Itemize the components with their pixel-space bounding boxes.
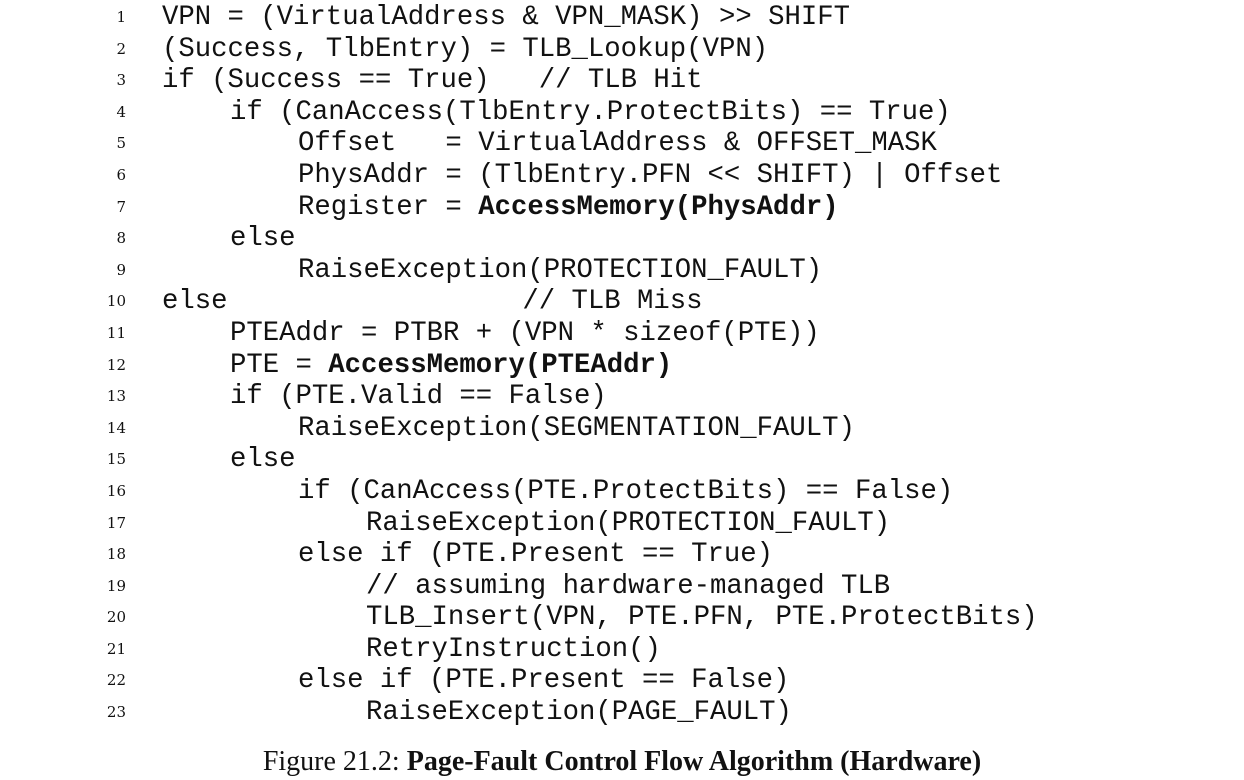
line-number: 14: [106, 418, 126, 437]
code-segment: VPN = (VirtualAddress & VPN_MASK) >> SHI…: [162, 2, 850, 33]
code-segment: else // TLB Miss: [162, 286, 703, 318]
line-number: 20: [106, 608, 126, 627]
code-segment: else if (PTE.Present == True): [298, 539, 774, 571]
code-text: RaiseException(PROTECTION_FAULT): [366, 508, 890, 540]
code-line: 6 PhysAddr = (TlbEntry.PFN << SHIFT) | Of…: [0, 160, 1244, 192]
code-line: 18 else if (PTE.Present == True): [0, 539, 1244, 571]
code-segment: Register =: [298, 191, 479, 223]
code-text: VPN = (VirtualAddress & VPN_MASK) >> SHI…: [162, 2, 850, 34]
code-line: 15 else: [0, 444, 1244, 476]
code-line: 2 (Success, TlbEntry) = TLB_Lookup(VPN): [0, 34, 1244, 66]
caption-label: Figure 21.2:: [262, 746, 407, 777]
code-text: PTEAddr = PTBR + (VPN * sizeof(PTE)): [230, 318, 820, 350]
line-number: 17: [106, 513, 126, 532]
code-line: 14 RaiseException(SEGMENTATION_FAULT): [0, 413, 1244, 445]
line-number: 15: [106, 450, 126, 469]
line-number: 21: [106, 639, 126, 658]
code-segment: Offset = VirtualAddress & OFFSET_MASK: [298, 128, 937, 160]
code-text: Register = AccessMemory(PhysAddr): [298, 192, 839, 224]
figure-caption: Figure 21.2: Page-Fault Control Flow Alg…: [0, 744, 1244, 780]
line-number: 8: [116, 229, 126, 248]
caption-title: Page-Fault Control Flow Algorithm (Hardw…: [406, 746, 982, 777]
code-text: if (CanAccess(TlbEntry.ProtectBits) == T…: [230, 97, 951, 129]
line-number: 7: [116, 197, 126, 216]
code-line: 22 else if (PTE.Present == False): [0, 665, 1244, 697]
code-line: 5 Offset = VirtualAddress & OFFSET_MASK: [0, 128, 1244, 160]
code-segment: else: [230, 444, 296, 476]
code-segment: (Success, TlbEntry) = TLB_Lookup(VPN): [162, 33, 769, 65]
code-listing: 1 VPN = (VirtualAddress & VPN_MASK) >> SH…: [0, 2, 1244, 729]
code-line: 19 // assuming hardware-managed TLB: [0, 571, 1244, 603]
code-segment: RaiseException(PAGE_FAULT): [366, 697, 792, 729]
code-text: else // TLB Miss: [162, 286, 703, 318]
code-text: if (PTE.Valid == False): [230, 381, 607, 413]
code-text: RaiseException(SEGMENTATION_FAULT): [298, 413, 855, 445]
line-number: 19: [106, 576, 126, 595]
code-segment: else: [230, 223, 296, 255]
line-number: 16: [106, 481, 126, 500]
code-line: 21 RetryInstruction(): [0, 634, 1244, 666]
code-line: 11 PTEAddr = PTBR + (VPN * sizeof(PTE)): [0, 318, 1244, 350]
line-number: 5: [116, 134, 126, 153]
code-text: if (CanAccess(PTE.ProtectBits) == False): [298, 476, 953, 508]
line-number: 2: [116, 39, 126, 58]
code-line: 8 else: [0, 223, 1244, 255]
code-line: 10 else // TLB Miss: [0, 286, 1244, 318]
code-text: Offset = VirtualAddress & OFFSET_MASK: [298, 128, 937, 160]
code-line: 9 RaiseException(PROTECTION_FAULT): [0, 255, 1244, 287]
code-line: 23 RaiseException(PAGE_FAULT): [0, 697, 1244, 729]
code-text: PhysAddr = (TlbEntry.PFN << SHIFT) | Off…: [298, 160, 1002, 192]
code-text: else: [230, 444, 296, 476]
code-line: 16 if (CanAccess(PTE.ProtectBits) == Fals…: [0, 476, 1244, 508]
code-text: RaiseException(PAGE_FAULT): [366, 697, 792, 729]
line-number: 6: [116, 165, 126, 184]
line-number: 11: [106, 323, 126, 342]
code-text: PTE = AccessMemory(PTEAddr): [230, 350, 672, 382]
line-number: 9: [116, 260, 126, 279]
code-text: RaiseException(PROTECTION_FAULT): [298, 255, 822, 287]
code-line: 13 if (PTE.Valid == False): [0, 381, 1244, 413]
code-segment: if (CanAccess(TlbEntry.ProtectBits) == T…: [230, 96, 951, 128]
code-text: TLB_Insert(VPN, PTE.PFN, PTE.ProtectBits…: [366, 602, 1038, 634]
code-text: else: [230, 223, 296, 255]
code-segment: RetryInstruction(): [366, 633, 661, 665]
line-number: 10: [106, 292, 126, 311]
code-line: 3 if (Success == True) // TLB Hit: [0, 65, 1244, 97]
line-number: 1: [116, 8, 126, 26]
code-line: 1 VPN = (VirtualAddress & VPN_MASK) >> SH…: [0, 2, 1244, 34]
code-text: else if (PTE.Present == False): [298, 665, 789, 697]
line-number: 12: [106, 355, 126, 374]
code-segment: PTE =: [230, 349, 329, 381]
code-bold-segment: AccessMemory(PTEAddr): [328, 349, 673, 381]
code-segment: if (Success == True) // TLB Hit: [162, 65, 703, 97]
code-segment: RaiseException(PROTECTION_FAULT): [298, 254, 823, 286]
line-number: 13: [106, 387, 126, 406]
code-text: RetryInstruction(): [366, 634, 661, 666]
code-segment: PhysAddr = (TlbEntry.PFN << SHIFT) | Off…: [298, 159, 1003, 191]
line-number: 18: [106, 545, 126, 564]
code-text: else if (PTE.Present == True): [298, 539, 773, 571]
code-segment: if (PTE.Valid == False): [230, 381, 607, 413]
code-line: 4 if (CanAccess(TlbEntry.ProtectBits) == …: [0, 97, 1244, 129]
code-text: // assuming hardware-managed TLB: [366, 571, 890, 603]
code-line: 12 PTE = AccessMemory(PTEAddr): [0, 350, 1244, 382]
code-text: (Success, TlbEntry) = TLB_Lookup(VPN): [162, 34, 768, 66]
code-text: if (Success == True) // TLB Hit: [162, 65, 703, 97]
code-segment: if (CanAccess(PTE.ProtectBits) == False): [298, 475, 954, 507]
line-number: 4: [116, 102, 126, 121]
code-segment: RaiseException(PROTECTION_FAULT): [366, 507, 891, 539]
code-bold-segment: AccessMemory(PhysAddr): [478, 191, 839, 223]
code-segment: // assuming hardware-managed TLB: [366, 570, 891, 602]
line-number: 3: [116, 71, 126, 90]
line-number: 23: [106, 703, 126, 722]
code-line: 7 Register = AccessMemory(PhysAddr): [0, 192, 1244, 224]
code-segment: TLB_Insert(VPN, PTE.PFN, PTE.ProtectBits…: [366, 602, 1038, 634]
code-line: 17 RaiseException(PROTECTION_FAULT): [0, 508, 1244, 540]
code-segment: RaiseException(SEGMENTATION_FAULT): [298, 412, 855, 444]
code-line: 20 TLB_Insert(VPN, PTE.PFN, PTE.ProtectBi…: [0, 602, 1244, 634]
line-number: 22: [106, 671, 126, 690]
code-segment: PTEAddr = PTBR + (VPN * sizeof(PTE)): [230, 317, 820, 349]
code-segment: else if (PTE.Present == False): [298, 665, 790, 697]
